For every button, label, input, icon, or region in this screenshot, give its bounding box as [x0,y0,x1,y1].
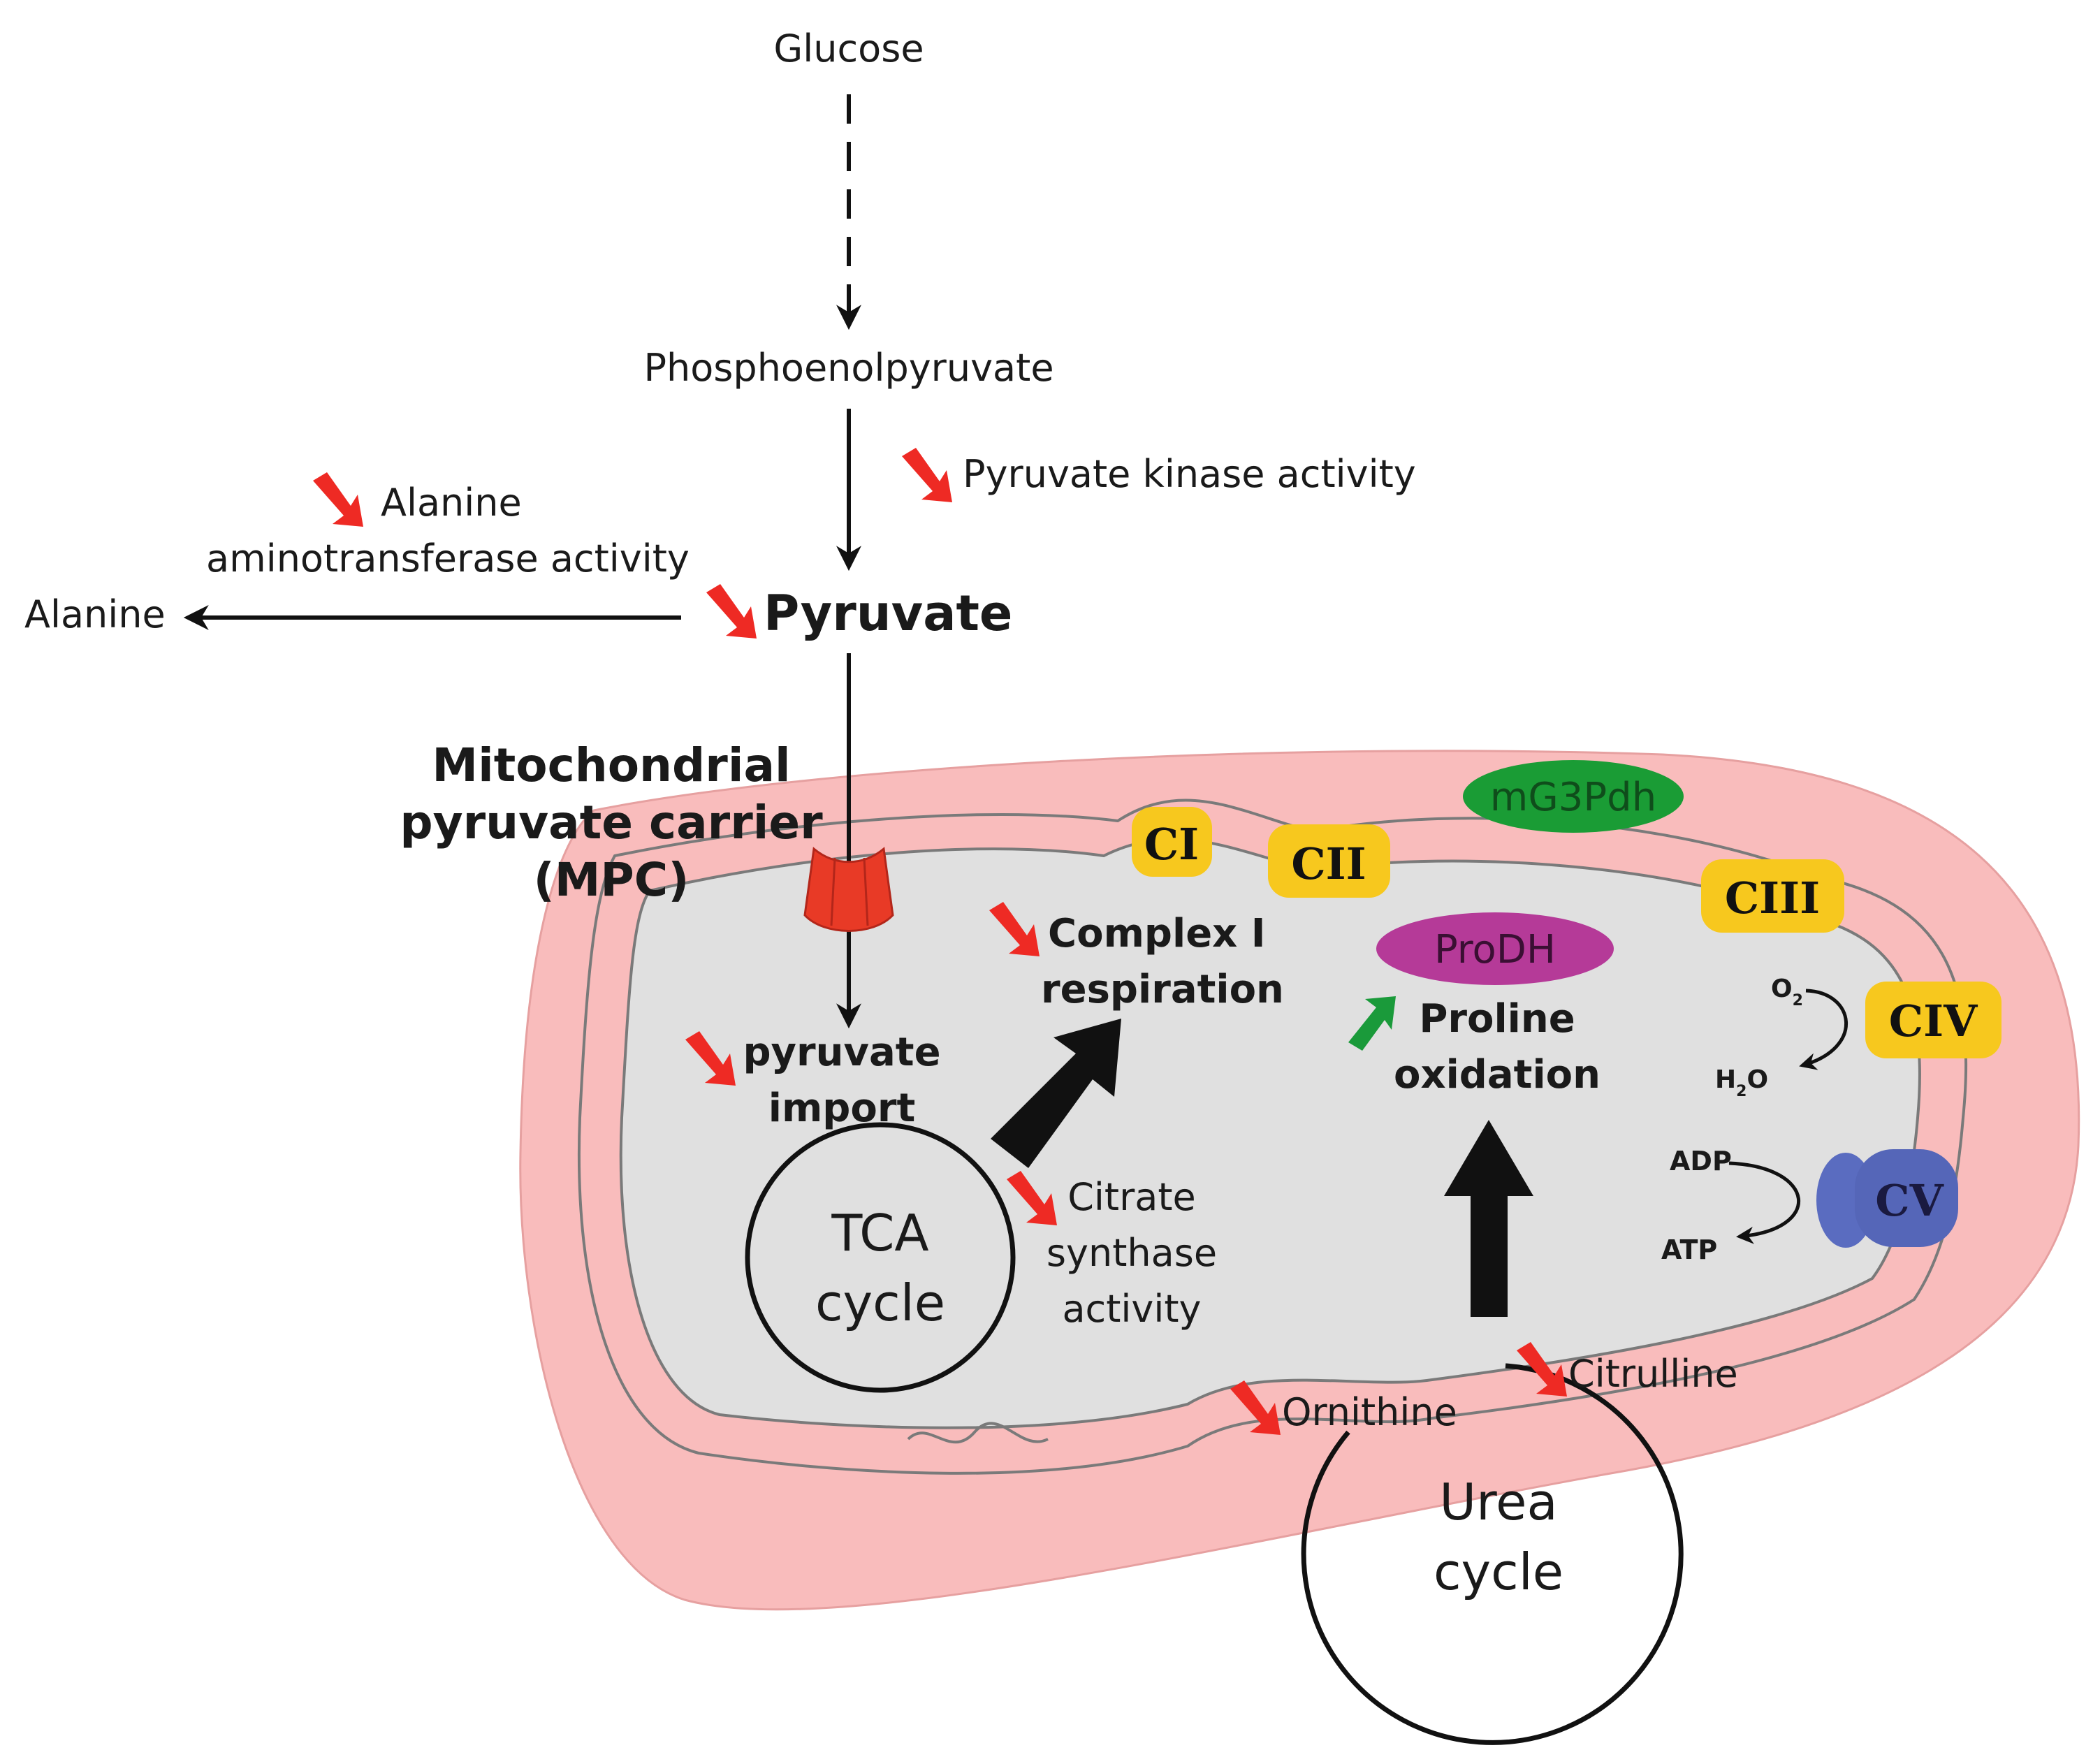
citrulline-label: Citrulline [1568,1352,1738,1396]
o2-to-h2o-arrow [1799,989,1848,1070]
tca-cycle-line1: TCA [831,1204,928,1262]
mpc-label-line2: pyruvate carrier [400,796,823,850]
complex-v-shape [1816,1149,1958,1248]
complex-i-label: CI [1144,819,1199,870]
tca-to-complex-i-thick-arrow [991,1019,1121,1168]
citrate-synthase-line2: synthase [1047,1231,1217,1275]
o2-label: O2 [1771,975,1803,1009]
prodh-label: ProDH [1434,927,1556,972]
pyruvate-import-line1: pyruvate [743,1030,940,1075]
complex-iii-label: CIII [1725,873,1820,924]
complex-iv-box [1865,982,2001,1058]
complex-i-box [1132,807,1212,877]
complex-ii-box [1268,824,1390,898]
pep-label: Phosphoenolpyruvate [643,346,1053,390]
proline-oxidation-line1: Proline [1419,996,1575,1042]
mpc-label-line1: Mitochondrial [432,738,790,792]
urea-to-proline-thick-arrow [1444,1120,1533,1317]
pyruvate-decrease-icon [706,584,757,639]
urea-cycle-line2: cycle [1434,1543,1563,1601]
prodh-shape [1376,912,1614,985]
mg3pdh-label: mG3Pdh [1490,775,1656,820]
complex-i-respiration-line1: Complex I [1048,911,1266,956]
pyruvate-kinase-label: Pyruvate kinase activity [963,452,1416,496]
urea-cycle-circle [1301,1363,1684,1745]
mg3pdh-shape [1463,760,1684,833]
adp-to-atp-arrow [1728,1161,1801,1244]
alt-label-line2: aminotransferase activity [206,537,690,581]
alt-decrease-icon [313,472,363,527]
glucose-label: Glucose [773,27,924,71]
complex-i-respiration-line2: respiration [1041,967,1284,1012]
tca-cycle-line2: cycle [815,1274,945,1332]
pyruvate-label: Pyruvate [764,585,1012,642]
ornithine-label: Ornithine [1282,1390,1457,1434]
complex-iii-box [1701,859,1844,933]
proline-oxidation-line2: oxidation [1394,1052,1600,1098]
adp-label: ADP [1670,1146,1732,1176]
matrix [619,838,1921,1429]
mpc-transporter-icon [803,847,894,932]
h2o-label: H2O [1715,1065,1768,1100]
urea-cycle-line1: Urea [1439,1473,1557,1531]
pyruvate-kinase-decrease-icon [902,448,952,502]
atp-label: ATP [1661,1234,1717,1265]
citrate-synthase-line3: activity [1062,1287,1201,1331]
tca-cycle-circle [745,1122,1016,1393]
complex-v-label: CV [1875,1175,1944,1226]
complex-iv-label: CIV [1889,996,1978,1047]
complex-ii-label: CII [1291,838,1366,889]
mpc-label-line3: (MPC) [534,853,690,907]
alanine-label: Alanine [24,592,166,636]
citrate-synthase-line1: Citrate [1067,1175,1196,1219]
alt-label-line1: Alanine [381,481,522,525]
